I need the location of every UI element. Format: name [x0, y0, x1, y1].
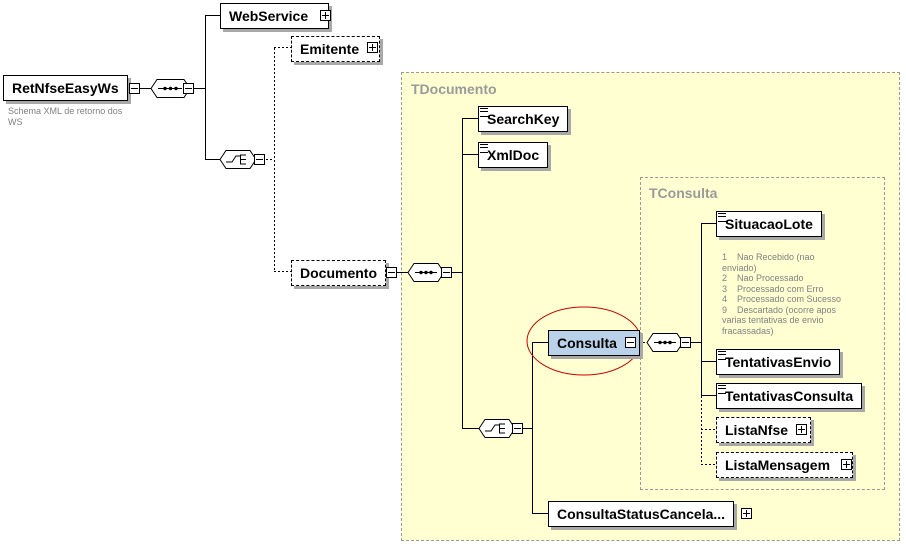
plus-expander-icon[interactable]	[367, 42, 378, 53]
tdocumento-title: TDocumento	[411, 81, 497, 97]
minus-expander-icon[interactable]	[386, 267, 397, 278]
element-label: Consulta	[557, 335, 617, 351]
minus-expander-icon[interactable]	[183, 83, 194, 94]
element-webservice[interactable]: WebService	[220, 3, 330, 29]
annotation-doc-icon	[718, 213, 726, 222]
sequence-compositor-icon[interactable]	[150, 79, 191, 98]
annotation-doc-icon	[718, 385, 726, 394]
plus-expander-icon[interactable]	[741, 508, 752, 519]
annotation-doc-icon	[480, 108, 488, 117]
element-label: TentativasConsulta	[725, 388, 854, 404]
element-listanfse[interactable]: ListaNfse	[716, 417, 812, 443]
element-label: SituacaoLote	[725, 216, 813, 232]
situacaolote-documentation: 1 Nao Recebido (nao enviado) 2 Nao Proce…	[722, 252, 842, 336]
element-documento[interactable]: Documento	[291, 260, 386, 286]
element-xmldoc[interactable]: XmlDoc	[478, 142, 549, 168]
minus-expander-icon[interactable]	[441, 267, 452, 278]
element-label: Emitente	[300, 41, 360, 57]
root-description: Schema XML de retorno dos WS	[8, 106, 123, 127]
minus-expander-icon[interactable]	[680, 337, 691, 348]
element-situacaolote[interactable]: SituacaoLote	[716, 211, 822, 237]
highlight-ellipse	[526, 306, 642, 376]
choice-compositor-icon[interactable]	[478, 419, 516, 438]
element-label: SearchKey	[487, 111, 560, 127]
element-consulta[interactable]: Consulta	[548, 330, 640, 356]
element-tentativasconsulta[interactable]: TentativasConsulta	[716, 383, 863, 409]
element-label: XmlDoc	[487, 147, 540, 163]
plus-expander-icon[interactable]	[320, 10, 331, 21]
element-label: WebService	[229, 8, 309, 24]
element-label: TentativasEnvio	[725, 354, 832, 370]
choice-compositor-icon[interactable]	[219, 150, 257, 169]
tconsulta-region	[640, 177, 885, 490]
plus-expander-icon[interactable]	[796, 424, 807, 435]
sequence-compositor-icon[interactable]	[407, 263, 445, 282]
minus-expander-icon[interactable]	[625, 337, 636, 348]
element-label: ConsultaStatusCancela...	[557, 506, 726, 522]
plus-expander-icon[interactable]	[841, 459, 852, 470]
sequence-compositor-icon[interactable]	[646, 333, 684, 352]
element-consulta-status-cancela[interactable]: ConsultaStatusCancela...	[548, 501, 735, 527]
annotation-doc-icon	[718, 351, 726, 360]
element-tentativasenvio[interactable]: TentativasEnvio	[716, 349, 841, 375]
element-listamensagem[interactable]: ListaMensagem	[716, 452, 854, 478]
minus-expander-icon[interactable]	[254, 154, 265, 165]
root-element-retnfseeasyws[interactable]: RetNfseEasyWs	[3, 75, 128, 101]
element-label: Documento	[300, 265, 377, 281]
element-label: ListaMensagem	[725, 457, 831, 473]
root-element-label: RetNfseEasyWs	[12, 80, 119, 96]
element-label: ListaNfse	[725, 422, 789, 438]
element-searchkey[interactable]: SearchKey	[478, 106, 569, 132]
minus-expander-icon[interactable]	[512, 423, 523, 434]
tconsulta-title: TConsulta	[649, 185, 718, 201]
element-emitente[interactable]: Emitente	[291, 36, 381, 62]
minus-expander-icon[interactable]	[129, 83, 140, 94]
annotation-doc-icon	[480, 144, 488, 153]
